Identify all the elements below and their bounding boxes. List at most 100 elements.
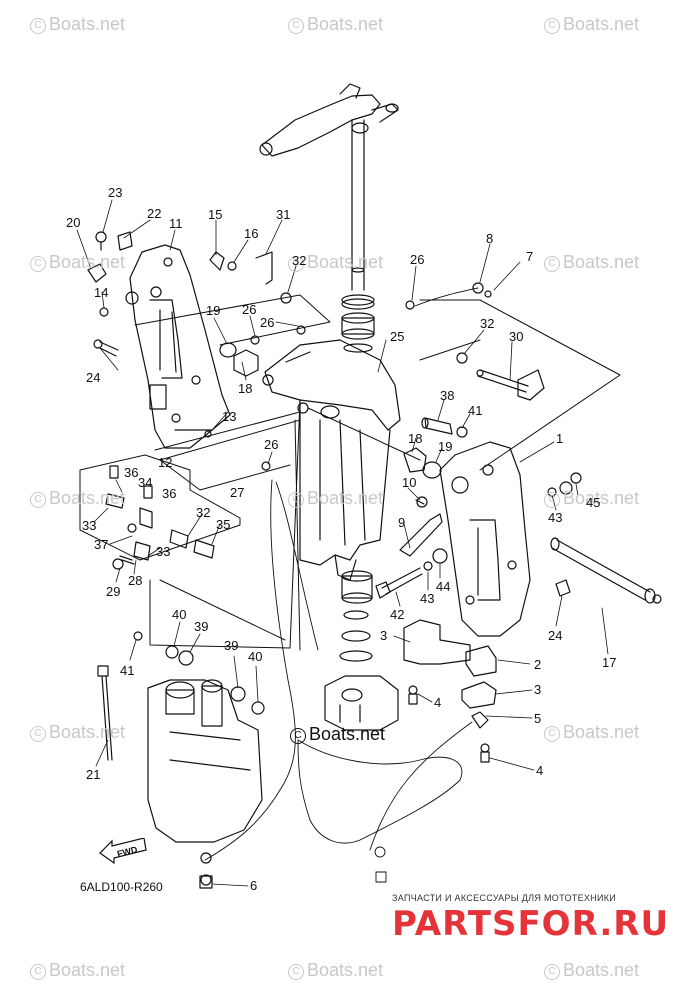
callout-26: 26 bbox=[264, 437, 279, 452]
callout-32: 32 bbox=[196, 505, 211, 520]
fwd-label: FWD bbox=[116, 844, 139, 859]
callout-27: 27 bbox=[230, 485, 245, 500]
callout-19: 19 bbox=[438, 439, 453, 454]
fwd-arrow-icon: FWD bbox=[99, 838, 147, 864]
callout-11: 11 bbox=[169, 216, 183, 231]
callout-18: 18 bbox=[408, 431, 423, 446]
callout-8: 8 bbox=[486, 231, 494, 246]
callout-40: 40 bbox=[172, 607, 187, 622]
callout-29: 29 bbox=[106, 584, 121, 599]
callout-26: 26 bbox=[242, 302, 257, 317]
callout-32: 32 bbox=[480, 316, 495, 331]
bushing-18-19 bbox=[219, 342, 442, 479]
callout-37: 37 bbox=[94, 537, 109, 552]
callout-33: 33 bbox=[82, 518, 97, 533]
callout-33: 33 bbox=[156, 544, 171, 559]
callout-18: 18 bbox=[238, 381, 253, 396]
callout-26: 26 bbox=[260, 315, 275, 330]
callout-43: 43 bbox=[420, 591, 435, 606]
callout-39: 39 bbox=[224, 638, 239, 653]
pin-38 bbox=[421, 417, 468, 438]
callout-3: 3 bbox=[534, 682, 542, 697]
callout-35: 35 bbox=[216, 517, 231, 532]
steering-arm bbox=[259, 83, 399, 157]
leader-frames bbox=[79, 294, 621, 651]
callout-38: 38 bbox=[440, 388, 455, 403]
lower-mount bbox=[324, 675, 399, 731]
callout-42: 42 bbox=[390, 607, 405, 622]
callout-15: 15 bbox=[208, 207, 223, 222]
callout-36: 36 bbox=[162, 486, 177, 501]
callout-22: 22 bbox=[147, 206, 162, 221]
callout-4: 4 bbox=[434, 695, 442, 710]
callout-32: 32 bbox=[292, 253, 307, 268]
cable-tie bbox=[101, 675, 113, 761]
callout-14: 14 bbox=[94, 285, 109, 300]
callout-44: 44 bbox=[436, 579, 451, 594]
callout-13: 13 bbox=[222, 409, 237, 424]
callout-36: 36 bbox=[124, 465, 139, 480]
callout-41: 41 bbox=[120, 663, 135, 678]
tilt-stop-lever bbox=[476, 369, 545, 401]
callout-20: 20 bbox=[66, 215, 81, 230]
callout-39: 39 bbox=[194, 619, 209, 634]
callout-21: 21 bbox=[86, 767, 101, 782]
bolt-42 bbox=[375, 472, 582, 599]
callout-30: 30 bbox=[509, 329, 524, 344]
callout-40: 40 bbox=[248, 649, 263, 664]
callout-34: 34 bbox=[138, 475, 153, 490]
callout-12: 12 bbox=[158, 455, 173, 470]
hardware-33-36 bbox=[105, 465, 215, 570]
steering-shaft bbox=[351, 119, 365, 291]
diagram-code: 6ALD100-R260 bbox=[80, 880, 163, 894]
callout-25: 25 bbox=[390, 329, 405, 344]
callout-9: 9 bbox=[398, 515, 406, 530]
callout-31: 31 bbox=[276, 207, 291, 222]
callout-41: 41 bbox=[468, 403, 483, 418]
lower-casing bbox=[297, 739, 463, 844]
leader-lines bbox=[76, 199, 609, 887]
lower-bushings bbox=[339, 570, 373, 662]
callout-28: 28 bbox=[128, 573, 143, 588]
callout-2: 2 bbox=[534, 657, 542, 672]
callout-45: 45 bbox=[586, 495, 601, 510]
callout-26: 26 bbox=[410, 252, 425, 267]
callout-6: 6 bbox=[250, 878, 258, 893]
callout-10: 10 bbox=[402, 475, 417, 490]
shop-subtitle: ЗАПЧАСТИ И АКСЕССУАРЫ ДЛЯ МОТОТЕХНИКИ bbox=[392, 893, 617, 903]
power-trim-unit bbox=[147, 679, 263, 889]
clamp-bracket-left bbox=[125, 244, 231, 449]
shaft-bushings bbox=[341, 294, 375, 353]
callout-3: 3 bbox=[380, 628, 388, 643]
callout-24: 24 bbox=[86, 370, 101, 385]
callout-7: 7 bbox=[526, 249, 534, 264]
ground-leads bbox=[204, 287, 479, 883]
shop-logo: PARTSFOR.RU bbox=[392, 904, 670, 944]
callout-24: 24 bbox=[548, 628, 563, 643]
callout-5: 5 bbox=[534, 711, 542, 726]
small-hardware-left bbox=[87, 231, 492, 508]
callout-4: 4 bbox=[536, 763, 544, 778]
callout-23: 23 bbox=[108, 185, 123, 200]
callout-19: 19 bbox=[206, 303, 221, 318]
clamp-bracket-right bbox=[439, 441, 531, 637]
callout-16: 16 bbox=[244, 226, 259, 241]
callout-43: 43 bbox=[548, 510, 563, 525]
pad-assembly bbox=[403, 619, 497, 763]
swivel-bracket bbox=[262, 339, 401, 581]
